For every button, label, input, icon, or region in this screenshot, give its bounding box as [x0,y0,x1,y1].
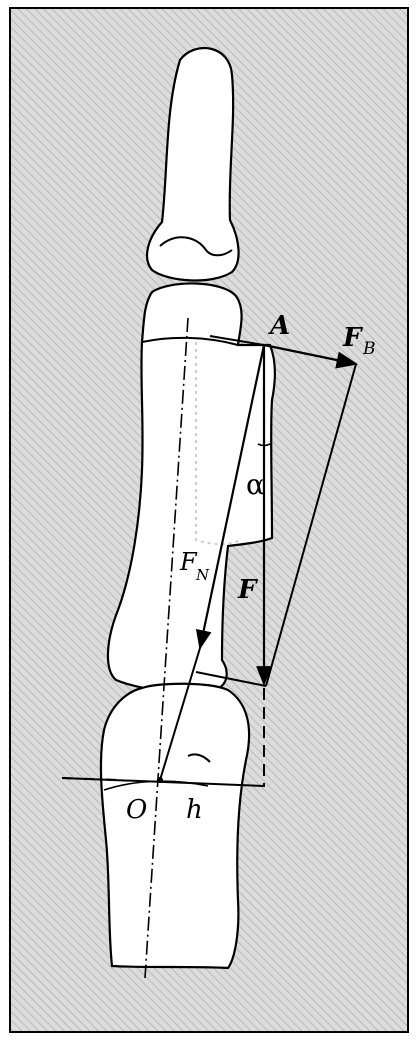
reference-line-o-dash [61,777,121,781]
pivot-point-o [157,777,163,783]
label-lever-h: h [186,795,203,825]
label-angle-alpha: α [246,468,265,501]
label-origin-o: O [126,795,147,825]
middle-tendon-pad [195,342,241,546]
label-force-f: F [237,575,258,605]
proximal-phalanx [99,682,251,970]
middle-joint-line [141,336,239,346]
reference-line-o [61,777,266,787]
parallelogram-bottom [195,671,267,687]
force-fn-extension [159,647,201,781]
force-fb-vector [263,343,359,369]
tendon-top-line [209,335,265,346]
label-point-a: A [267,311,290,341]
label-force-fn-sub: N [195,566,210,584]
label-force-fb-sub: B [362,339,376,359]
force-fn-vector [195,344,266,650]
proximal-mark [187,753,211,763]
distal-joint-line [159,236,233,257]
label-force-fb: F [342,323,363,353]
label-force-fn: F [179,548,198,576]
angle-alpha-arc [257,443,271,447]
distal-phalanx [145,46,240,282]
parallelogram-side-right [265,363,357,687]
bone-axis-line [144,317,189,979]
